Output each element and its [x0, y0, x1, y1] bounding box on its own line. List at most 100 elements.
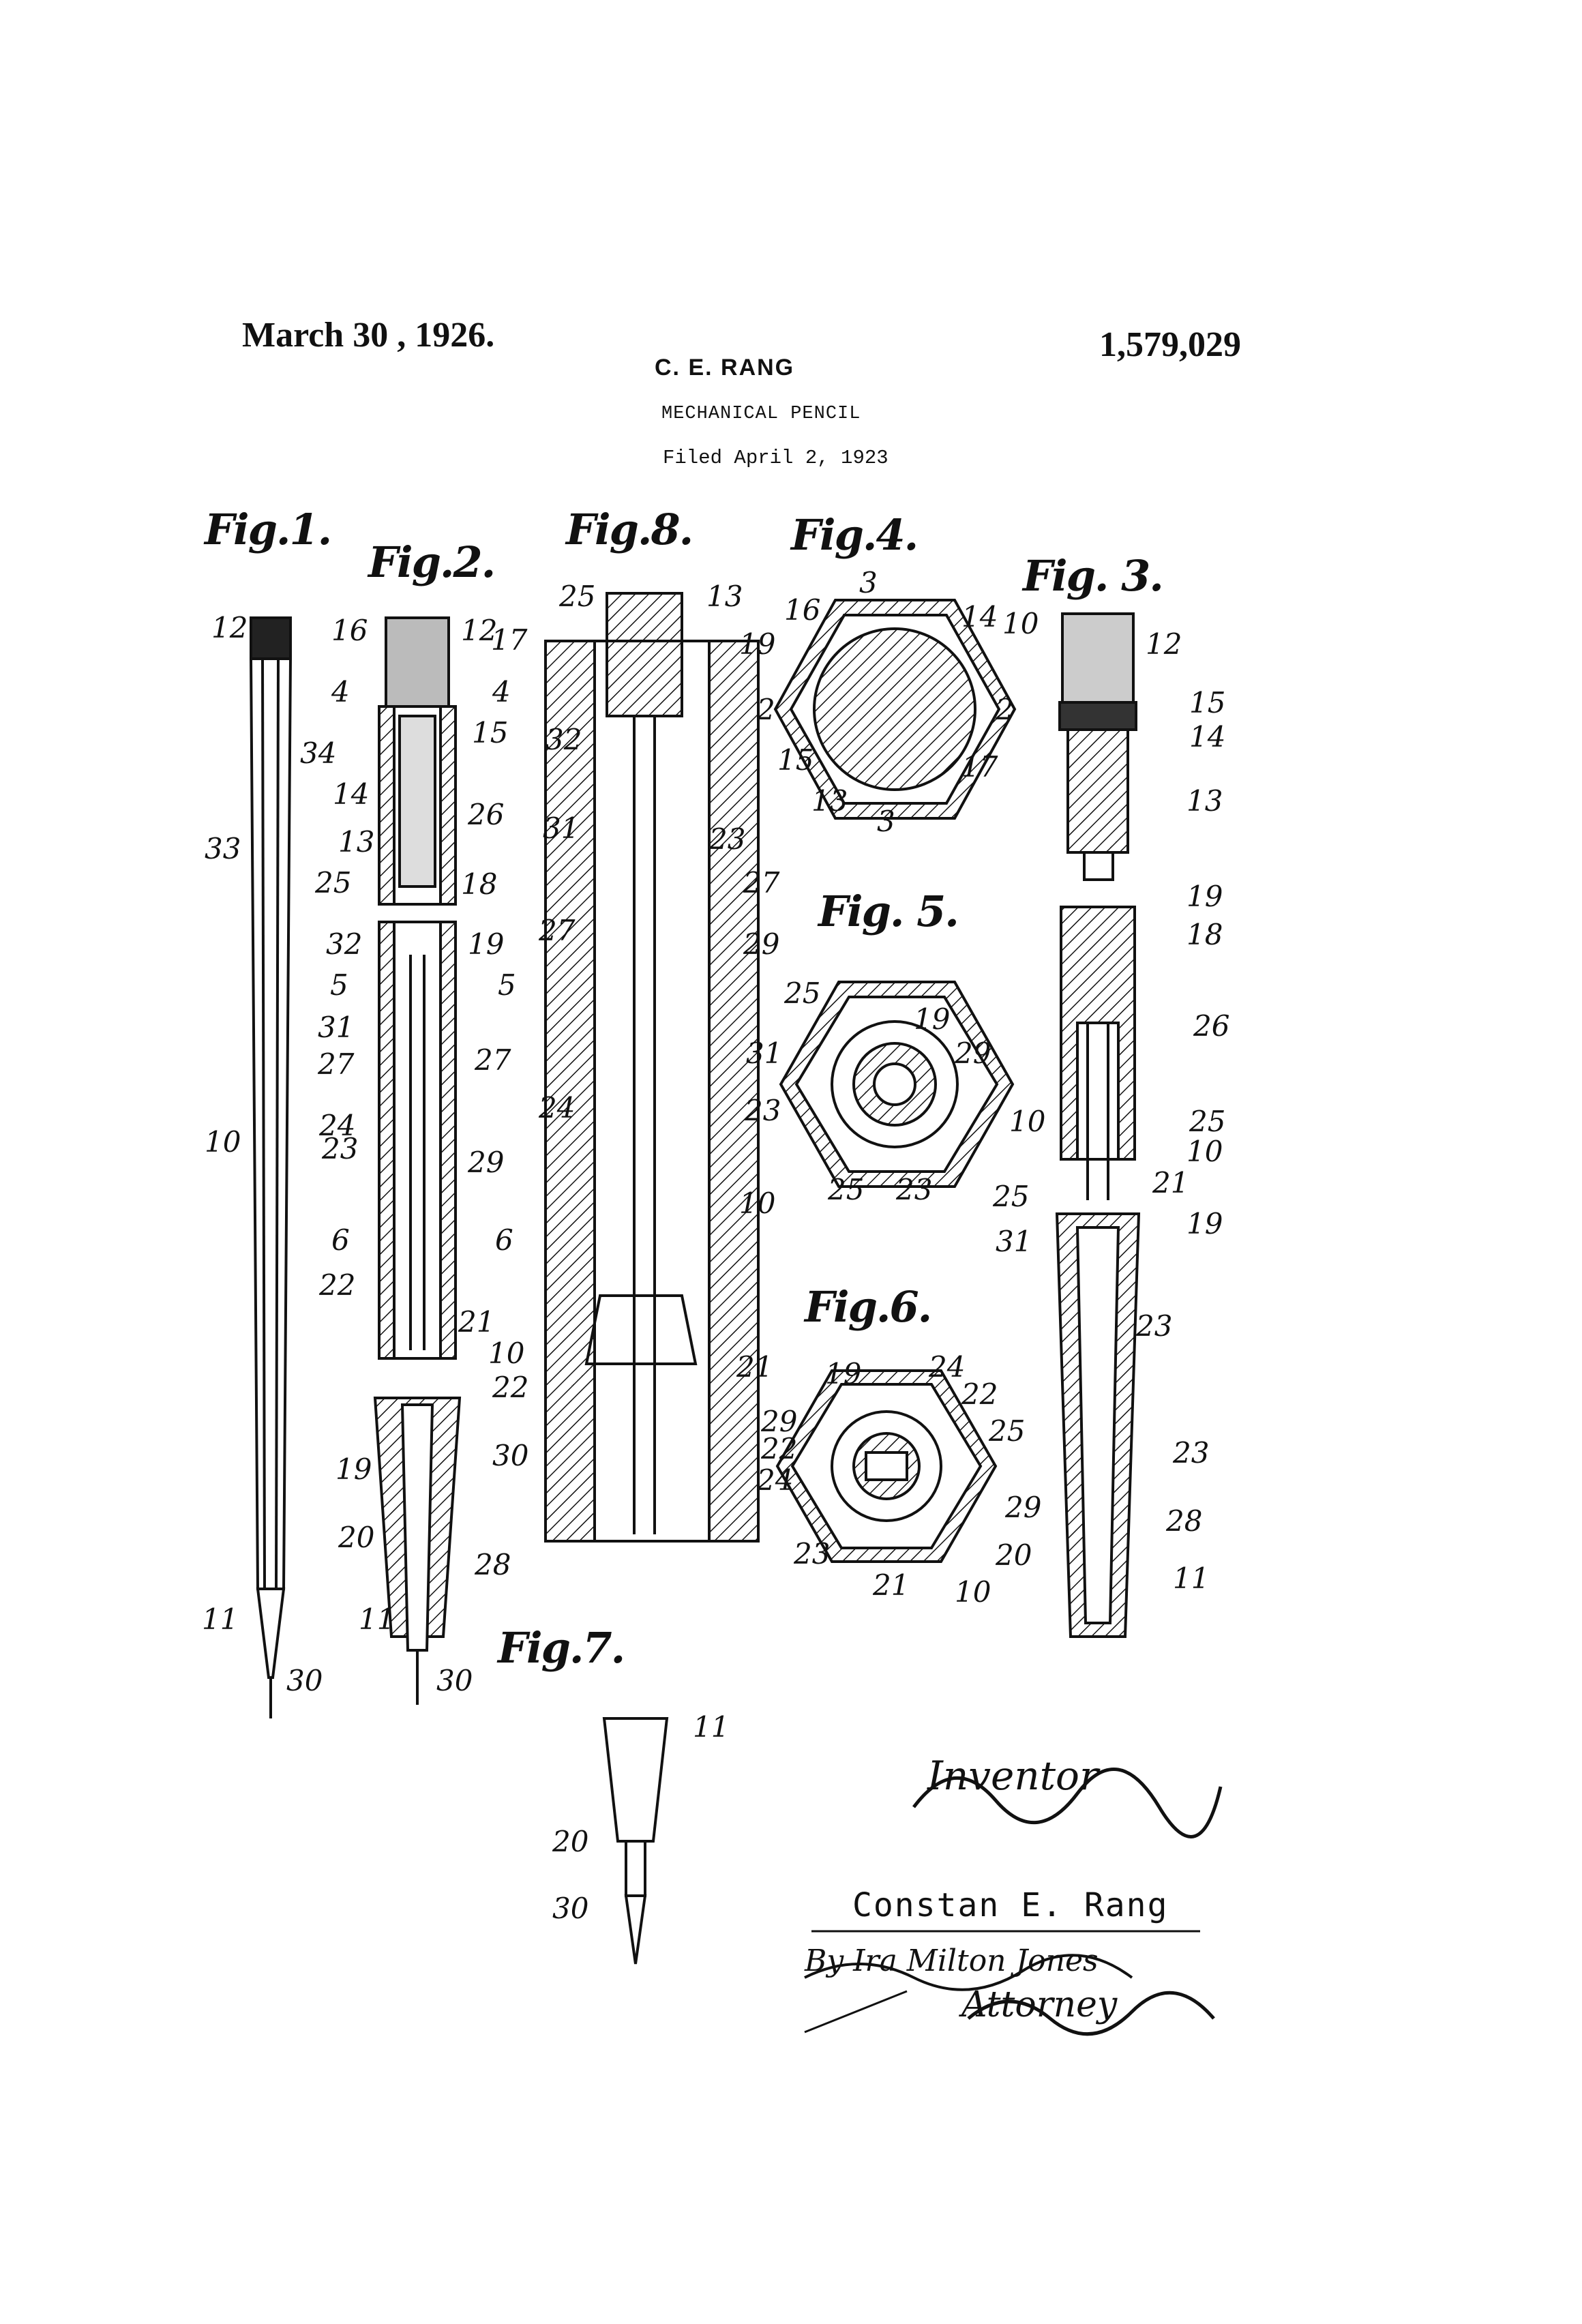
ref-numeral: 17 [491, 623, 527, 657]
ref-numeral: 22 [761, 1432, 797, 1465]
ref-numeral: 29 [468, 1146, 504, 1179]
ref-numeral: 31 [318, 1011, 354, 1044]
fig7-label: Fig.7. [498, 1623, 624, 1673]
ref-numeral: 21 [1152, 1166, 1189, 1200]
ref-numeral: 16 [331, 614, 368, 647]
fig2-label: Fig.2. [368, 537, 494, 587]
ref-numeral: 10 [488, 1337, 524, 1370]
fig8-label: Fig.8. [566, 505, 692, 554]
ref-numeral: 12 [1146, 627, 1182, 661]
ref-numeral: 19 [739, 627, 775, 661]
ref-numeral: 23 [322, 1132, 358, 1165]
ref-numeral: 11 [202, 1603, 238, 1636]
ref-numeral: 19 [1186, 880, 1223, 913]
ref-numeral: 2 [996, 693, 1014, 726]
ref-numeral: 30 [436, 1664, 473, 1697]
ref-numeral: 5 [498, 968, 516, 1002]
ref-numeral: 11 [693, 1710, 729, 1744]
ref-numeral: 32 [546, 723, 582, 756]
fig3-label: Fig. 3. [1023, 551, 1163, 601]
ref-numeral: 19 [825, 1357, 861, 1390]
ref-numeral: 22 [319, 1268, 355, 1302]
ref-numeral: 19 [1186, 1207, 1223, 1240]
ref-numeral: 30 [492, 1439, 528, 1472]
fig6-label: Fig.6. [805, 1282, 931, 1332]
ref-numeral: 28 [475, 1548, 511, 1581]
ref-numeral: 30 [286, 1664, 323, 1697]
ref-numeral: 24 [929, 1350, 965, 1384]
fig5-cross-section [781, 982, 1013, 1187]
ref-numeral: 14 [961, 600, 998, 634]
witness-signature: Inventor [927, 1753, 1099, 1799]
ref-numeral: 29 [743, 927, 779, 961]
ref-numeral: 27 [743, 866, 779, 899]
ref-numeral: 5 [330, 968, 348, 1002]
ref-numeral: 25 [784, 977, 820, 1010]
ref-numeral: 25 [993, 1180, 1029, 1213]
ref-numeral: 25 [1189, 1105, 1225, 1138]
ref-numeral: 31 [746, 1037, 782, 1070]
ref-numeral: 34 [300, 736, 336, 770]
ref-numeral: 4 [492, 675, 511, 709]
ref-numeral: 3 [859, 566, 878, 599]
typed-inventor-name: Constan E. Rang [852, 1886, 1168, 1924]
ref-numeral: 19 [914, 1002, 950, 1036]
ref-numeral: 20 [996, 1538, 1032, 1572]
ref-numeral: 24 [539, 1091, 575, 1124]
ref-numeral: 25 [559, 580, 595, 613]
ref-numeral: 28 [1166, 1504, 1202, 1538]
ref-numeral: 10 [1009, 1105, 1045, 1138]
ref-numeral: 2 [757, 693, 775, 726]
ref-numeral: 13 [338, 825, 374, 859]
ref-numeral: 27 [539, 914, 575, 947]
ref-numeral: 26 [1193, 1009, 1229, 1043]
ref-numeral: 19 [468, 927, 504, 961]
ref-numeral: 23 [794, 1537, 830, 1570]
ref-numeral: 10 [205, 1125, 241, 1159]
ref-numeral: 11 [1173, 1562, 1209, 1595]
ref-numeral: 15 [472, 716, 508, 749]
ref-numeral: 25 [828, 1173, 864, 1206]
ref-numeral: 23 [1173, 1436, 1209, 1470]
ref-numeral: 13 [811, 784, 848, 818]
ref-numeral: 23 [709, 822, 745, 856]
ref-numeral: 14 [1189, 720, 1225, 754]
ref-numeral: 13 [1186, 784, 1223, 818]
fig1-label: Fig.1. [205, 505, 331, 554]
ref-numeral: 25 [989, 1414, 1025, 1448]
ref-numeral: 23 [745, 1094, 781, 1127]
ref-numeral: 31 [543, 811, 579, 845]
ref-numeral: 21 [458, 1305, 494, 1339]
ref-numeral: 23 [1136, 1309, 1172, 1343]
fig4-label: Fig.4. [791, 510, 917, 560]
ref-numeral: 25 [315, 866, 351, 899]
ref-numeral: 19 [335, 1452, 372, 1486]
ref-numeral: 17 [961, 750, 998, 784]
ref-numeral: 29 [955, 1037, 991, 1070]
ref-numeral: 13 [706, 580, 743, 613]
ref-numeral: 22 [492, 1371, 528, 1404]
ref-numeral: 11 [359, 1603, 395, 1636]
ref-numeral: 3 [877, 805, 895, 838]
ref-numeral: 24 [757, 1463, 793, 1497]
ref-numeral: 21 [873, 1568, 909, 1602]
ref-numeral: 21 [736, 1350, 773, 1384]
ref-numeral: 22 [961, 1377, 998, 1411]
fig7-tip [604, 1718, 667, 1964]
ref-numeral: 16 [784, 593, 820, 627]
ref-numeral: 20 [552, 1825, 588, 1858]
ref-numeral: 6 [331, 1223, 350, 1257]
ref-numeral: 15 [777, 743, 814, 777]
ref-numeral: 12 [211, 611, 248, 644]
fig1-pencil [251, 618, 290, 1718]
ref-numeral: 10 [1002, 607, 1039, 640]
ref-numeral: 27 [475, 1043, 511, 1077]
ref-numeral: 14 [333, 777, 369, 811]
ref-numeral: 30 [552, 1892, 588, 1925]
ref-numeral: 4 [331, 675, 350, 709]
ref-numeral: 18 [461, 867, 497, 901]
ref-numeral: 23 [896, 1173, 932, 1206]
by-line: By Ira Milton Jones [805, 1943, 1099, 1978]
ref-numeral: 27 [318, 1047, 354, 1081]
fig5-label: Fig. 5. [818, 887, 958, 936]
